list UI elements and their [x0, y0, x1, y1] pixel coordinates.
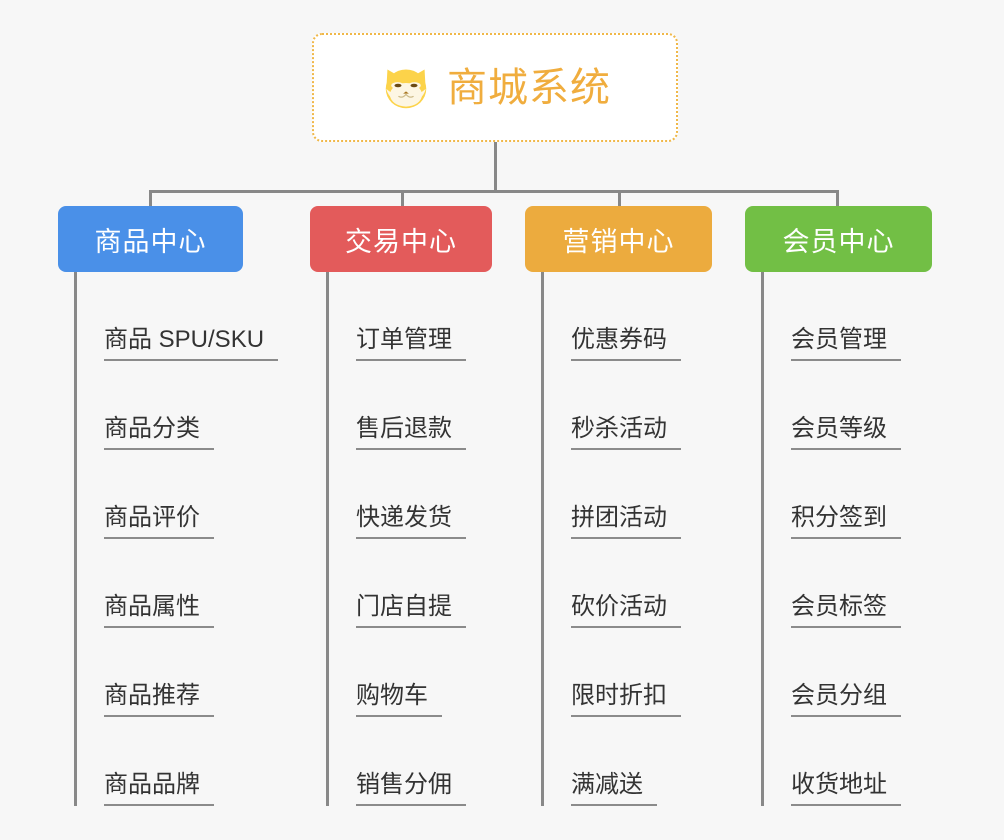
- branch-node-product-center[interactable]: 商品中心: [58, 206, 243, 272]
- leaf-item[interactable]: 满减送: [541, 717, 681, 806]
- leaf-label: 会员等级: [791, 415, 901, 450]
- leaf-label: 商品品牌: [104, 771, 214, 806]
- leaf-column-member-center: 会员管理 会员等级 积分签到 会员标签 会员分组 收货地址: [761, 272, 901, 806]
- leaf-item[interactable]: 购物车: [326, 628, 466, 717]
- leaf-item[interactable]: 拼团活动: [541, 450, 681, 539]
- connector-spine: [761, 272, 764, 806]
- leaf-item[interactable]: 砍价活动: [541, 539, 681, 628]
- leaf-label: 砍价活动: [571, 593, 681, 628]
- leaf-item[interactable]: 会员分组: [761, 628, 901, 717]
- leaf-item[interactable]: 会员等级: [761, 361, 901, 450]
- connector-drop-3: [618, 190, 621, 208]
- connector-horizontal-bus: [149, 190, 839, 193]
- leaf-label: 商品分类: [104, 415, 214, 450]
- leaf-item[interactable]: 售后退款: [326, 361, 466, 450]
- connector-root-stem: [494, 142, 497, 190]
- leaf-item[interactable]: 优惠券码: [541, 272, 681, 361]
- leaf-label: 订单管理: [356, 326, 466, 361]
- branch-node-member-center[interactable]: 会员中心: [745, 206, 932, 272]
- leaf-label: 拼团活动: [571, 504, 681, 539]
- leaf-item[interactable]: 商品评价: [74, 450, 278, 539]
- leaf-column-marketing-center: 优惠券码 秒杀活动 拼团活动 砍价活动 限时折扣 满减送: [541, 272, 681, 806]
- leaf-label: 会员管理: [791, 326, 901, 361]
- leaf-label: 收货地址: [791, 771, 901, 806]
- leaf-label: 商品属性: [104, 593, 214, 628]
- leaf-column-trade-center: 订单管理 售后退款 快递发货 门店自提 购物车 销售分佣: [326, 272, 466, 806]
- leaf-item[interactable]: 秒杀活动: [541, 361, 681, 450]
- branch-node-marketing-center[interactable]: 营销中心: [525, 206, 712, 272]
- leaf-label: 购物车: [356, 682, 442, 717]
- leaf-item[interactable]: 收货地址: [761, 717, 901, 806]
- branch-label: 交易中心: [345, 226, 457, 257]
- connector-drop-1: [149, 190, 152, 208]
- leaf-label: 会员分组: [791, 682, 901, 717]
- root-title: 商城系统: [447, 65, 611, 110]
- leaf-label: 售后退款: [356, 415, 466, 450]
- leaf-label: 满减送: [571, 771, 657, 806]
- leaf-label: 商品 SPU/SKU: [104, 326, 279, 361]
- leaf-item[interactable]: 商品分类: [74, 361, 278, 450]
- leaf-label: 门店自提: [356, 593, 466, 628]
- leaf-label: 优惠券码: [571, 326, 681, 361]
- leaf-label: 限时折扣: [571, 682, 681, 717]
- branch-label: 会员中心: [782, 226, 895, 257]
- leaf-item[interactable]: 会员标签: [761, 539, 901, 628]
- connector-spine: [326, 272, 329, 806]
- leaf-item[interactable]: 商品推荐: [74, 628, 278, 717]
- root-node[interactable]: 商城系统: [312, 33, 678, 142]
- leaf-label: 积分签到: [791, 504, 901, 539]
- branch-node-trade-center[interactable]: 交易中心: [310, 206, 492, 272]
- leaf-item[interactable]: 商品 SPU/SKU: [74, 272, 279, 361]
- leaf-column-product-center: 商品 SPU/SKU 商品分类 商品评价 商品属性 商品推荐 商品品牌: [74, 272, 279, 806]
- leaf-item[interactable]: 限时折扣: [541, 628, 681, 717]
- connector-drop-2: [401, 190, 404, 208]
- leaf-item[interactable]: 快递发货: [326, 450, 466, 539]
- leaf-item[interactable]: 销售分佣: [326, 717, 466, 806]
- branch-label: 商品中心: [94, 226, 207, 257]
- leaf-label: 销售分佣: [356, 771, 466, 806]
- leaf-label: 商品评价: [104, 504, 214, 539]
- branch-label: 营销中心: [562, 226, 675, 257]
- leaf-item[interactable]: 订单管理: [326, 272, 466, 361]
- leaf-item[interactable]: 积分签到: [761, 450, 901, 539]
- leaf-label: 秒杀活动: [571, 415, 681, 450]
- leaf-item[interactable]: 会员管理: [761, 272, 901, 361]
- leaf-label: 快递发货: [356, 504, 466, 539]
- leaf-item[interactable]: 门店自提: [326, 539, 466, 628]
- leaf-item[interactable]: 商品品牌: [74, 717, 278, 806]
- shiba-dog-face-icon: [385, 68, 427, 108]
- leaf-label: 商品推荐: [104, 682, 214, 717]
- connector-spine: [541, 272, 544, 806]
- connector-drop-4: [836, 190, 839, 208]
- connector-spine: [74, 272, 77, 806]
- leaf-item[interactable]: 商品属性: [74, 539, 278, 628]
- leaf-label: 会员标签: [791, 593, 901, 628]
